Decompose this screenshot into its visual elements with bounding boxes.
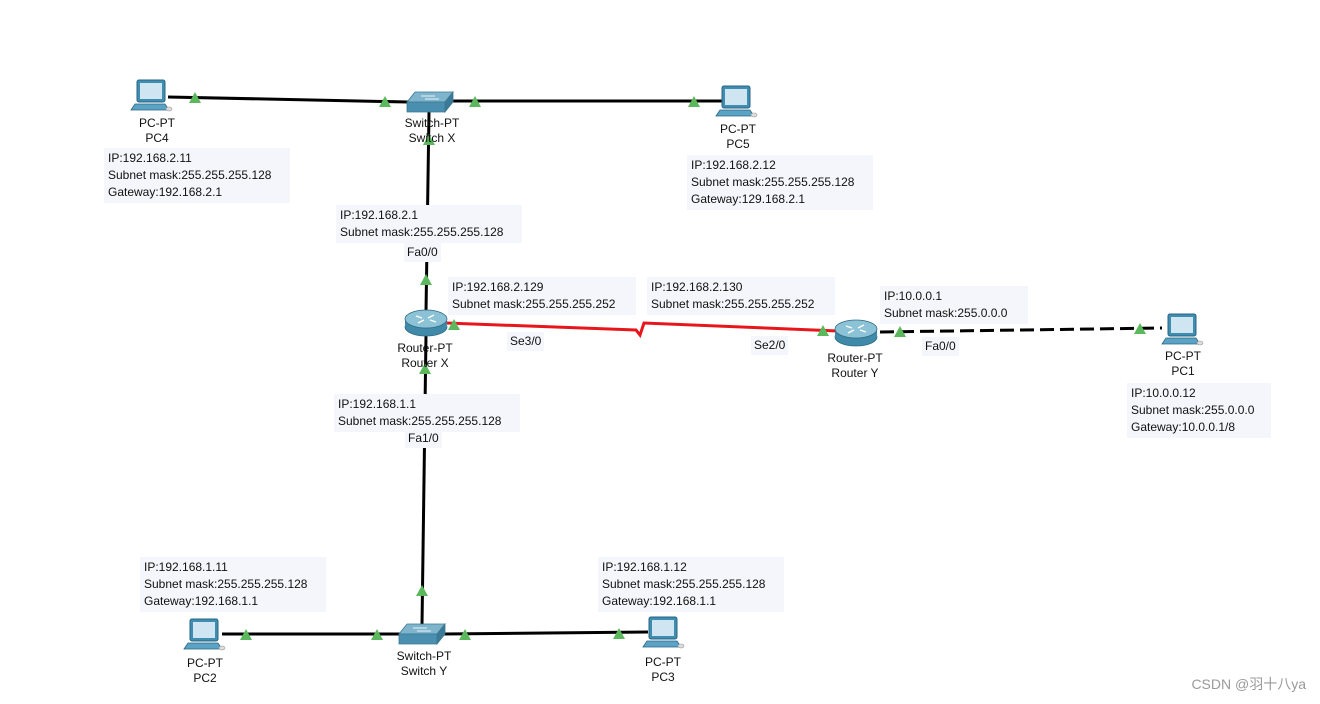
device-model: PC-PT [645, 655, 681, 669]
pc3-note: IP:192.168.1.12 Subnet mask:255.255.255.… [598, 557, 784, 612]
device-name: Switch X [408, 131, 456, 145]
device-name: Router Y [831, 366, 879, 380]
device-name: PC3 [651, 670, 675, 684]
note-ip: IP:192.168.2.11 [108, 151, 192, 165]
device-model: Router-PT [827, 351, 883, 365]
device-name: Router X [401, 356, 449, 370]
pc5-icon[interactable] [715, 85, 758, 118]
device-model: Router-PT [397, 341, 453, 355]
pc2-note: IP:192.168.1.11 Subnet mask:255.255.255.… [140, 557, 326, 612]
note-ip: IP:192.168.1.12 [602, 560, 687, 574]
note-mask: Subnet mask:255.255.255.252 [452, 297, 616, 311]
device-name: PC1 [1171, 364, 1195, 378]
pc1-label: PC-PT PC1 [1138, 349, 1228, 379]
router-y-label: Router-PT Router Y [810, 351, 900, 381]
router-x-fa10-port: Fa1/0 [405, 429, 442, 448]
note-mask: Subnet mask:255.255.255.128 [340, 225, 504, 239]
note-mask: Subnet mask:255.0.0.0 [884, 306, 1008, 320]
note-mask: Subnet mask:255.255.255.128 [691, 175, 855, 189]
note-ip: IP:10.0.0.12 [1131, 386, 1196, 400]
switch-x-icon[interactable] [406, 91, 454, 113]
router-x-icon[interactable] [404, 309, 448, 337]
note-gateway: Gateway:10.0.0.1/8 [1131, 420, 1236, 434]
link-up-icon [416, 585, 428, 596]
note-gateway: Gateway:192.168.1.1 [602, 594, 717, 608]
watermark: CSDN @羽十八ya [1191, 676, 1306, 692]
switch-y-label: Switch-PT Switch Y [379, 649, 469, 679]
pc5-label: PC-PT PC5 [693, 122, 783, 152]
pc2-icon[interactable] [183, 618, 226, 651]
pc1-icon[interactable] [1161, 313, 1204, 346]
pc3-label: PC-PT PC3 [618, 655, 708, 685]
note-mask: Subnet mask:255.255.255.128 [602, 577, 766, 591]
note-gateway: Gateway:192.168.1.1 [144, 594, 259, 608]
device-model: PC-PT [1165, 349, 1201, 363]
link-up-icon [420, 274, 432, 285]
note-ip: IP:192.168.1.1 [338, 397, 417, 411]
link-routery-pc1[interactable] [879, 326, 1163, 334]
note-ip: IP:10.0.0.1 [884, 289, 943, 303]
device-name: PC4 [145, 131, 169, 145]
switch-x-label: Switch-PT Switch X [387, 116, 477, 146]
note-mask: Subnet mask:255.255.255.128 [108, 168, 272, 182]
note-ip: IP:192.168.2.12 [691, 158, 776, 172]
pc3-icon[interactable] [642, 616, 685, 649]
pc4-icon[interactable] [130, 79, 173, 112]
pc4-label: PC-PT PC4 [112, 116, 202, 146]
device-model: PC-PT [139, 116, 175, 130]
note-mask: Subnet mask:255.255.255.128 [144, 577, 308, 591]
note-mask: Subnet mask:255.0.0.0 [1131, 403, 1255, 417]
pc4-note: IP:192.168.2.11 Subnet mask:255.255.255.… [104, 148, 290, 203]
router-x-fa10-note: IP:192.168.1.1 Subnet mask:255.255.255.1… [334, 394, 520, 432]
router-y-fa00-note: IP:10.0.0.1 Subnet mask:255.0.0.0 [880, 286, 1028, 324]
note-mask: Subnet mask:255.255.255.252 [651, 297, 815, 311]
router-x-label: Router-PT Router X [380, 341, 470, 371]
router-y-fa00-port: Fa0/0 [922, 337, 959, 356]
device-model: Switch-PT [396, 649, 452, 663]
note-ip: IP:192.168.2.129 [452, 280, 544, 294]
device-model: Switch-PT [404, 116, 460, 130]
router-x-se30-port: Se3/0 [507, 332, 545, 351]
device-model: PC-PT [720, 122, 756, 136]
router-y-se20-note: IP:192.168.2.130 Subnet mask:255.255.255… [647, 277, 835, 315]
device-name: PC5 [726, 137, 750, 151]
link-serial-routerx-routery[interactable] [445, 321, 839, 339]
router-x-se30-note: IP:192.168.2.129 Subnet mask:255.255.255… [448, 277, 636, 315]
router-y-icon[interactable] [834, 319, 878, 347]
note-ip: IP:192.168.2.130 [651, 280, 743, 294]
pc1-note: IP:10.0.0.12 Subnet mask:255.0.0.0 Gatew… [1127, 383, 1271, 438]
router-x-fa00-note: IP:192.168.2.1 Subnet mask:255.255.255.1… [336, 205, 522, 243]
link-switchy-pc3[interactable] [443, 630, 649, 636]
pc2-label: PC-PT PC2 [160, 656, 250, 686]
device-model: PC-PT [187, 656, 223, 670]
device-name: PC2 [193, 671, 217, 685]
link-routerx-switchy[interactable] [420, 334, 428, 626]
note-ip: IP:192.168.1.11 [144, 560, 228, 574]
note-ip: IP:192.168.2.1 [340, 208, 419, 222]
note-gateway: Gateway:192.168.2.1 [108, 185, 223, 199]
router-y-se20-port: Se2/0 [751, 336, 789, 355]
link-pc4-switchx[interactable] [167, 95, 409, 104]
note-gateway: Gateway:129.168.2.1 [691, 192, 806, 206]
device-name: Switch Y [400, 664, 448, 678]
note-mask: Subnet mask:255.255.255.128 [338, 414, 502, 428]
switch-y-icon[interactable] [398, 623, 446, 645]
router-x-fa00-port: Fa0/0 [404, 243, 441, 262]
pc5-note: IP:192.168.2.12 Subnet mask:255.255.255.… [687, 155, 873, 210]
